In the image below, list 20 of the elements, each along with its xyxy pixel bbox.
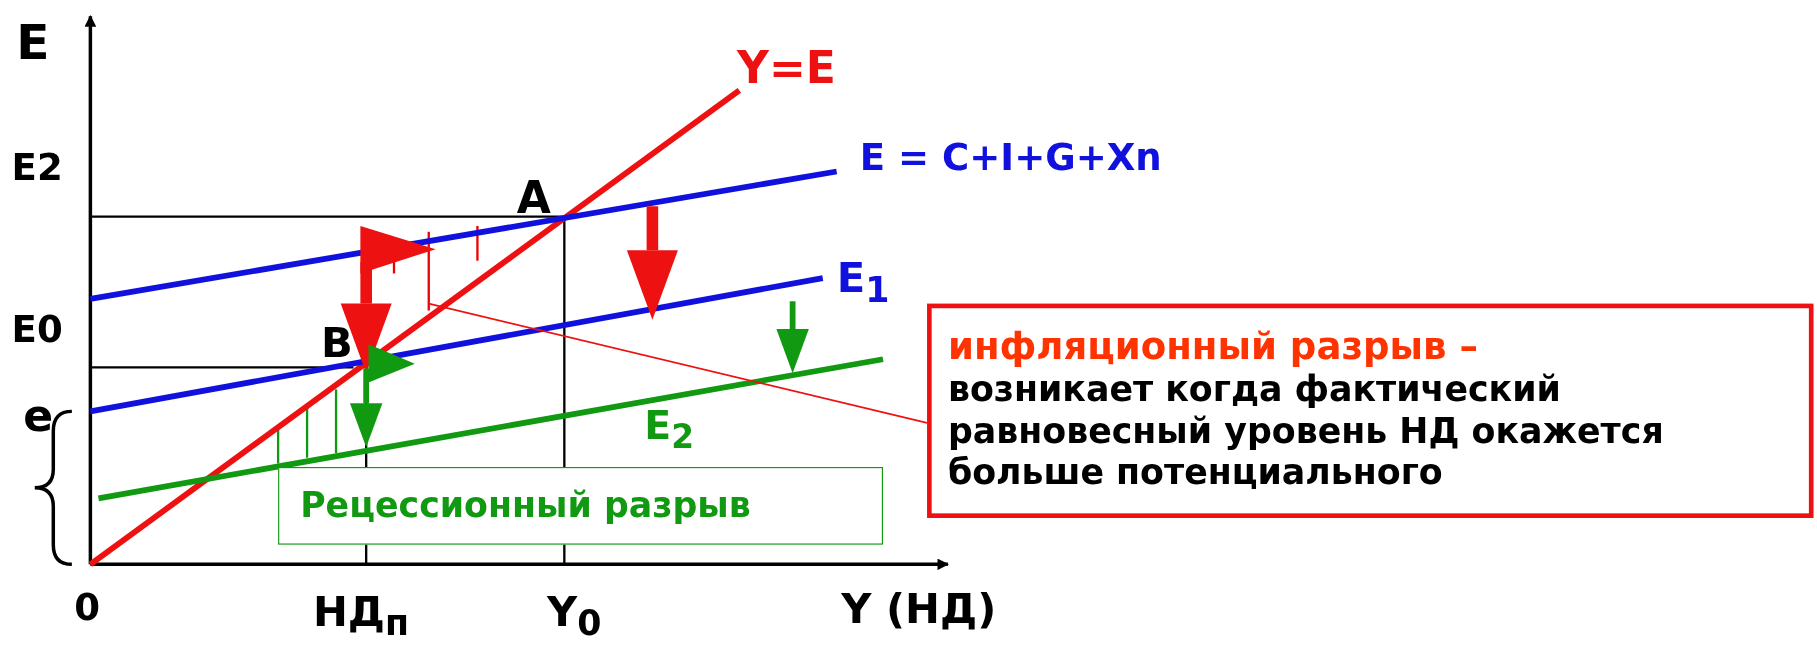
callout-text: возникает когда фактический равновесный уровень НД окажется больше потенциального xyxy=(947,368,1665,495)
line-label: E = C+I+G+Xn xyxy=(859,139,1162,177)
line-label: E$_{1}$ xyxy=(836,257,890,308)
axis-label: E xyxy=(16,18,50,68)
connector xyxy=(427,302,928,424)
line-label: Y=E xyxy=(737,46,836,91)
tick-label: НД$_{п}$ xyxy=(312,591,409,642)
box-label: Рецессионный разрыв xyxy=(300,484,751,527)
point-label: A xyxy=(516,176,551,221)
callout-box xyxy=(927,303,1814,518)
tick-label: e xyxy=(23,394,54,439)
axis-label: Y (НД) xyxy=(841,588,997,631)
line-label: E$_{2}$ xyxy=(644,405,695,455)
label-box xyxy=(278,467,883,545)
tick-label: 0 xyxy=(74,588,100,626)
callout-heading: инфляционный разрыв – xyxy=(947,324,1478,369)
point-label: B xyxy=(321,322,353,364)
tick-label: E2 xyxy=(11,148,63,186)
tick-label: Y$_{0}$ xyxy=(546,591,602,642)
tick-label: E0 xyxy=(11,310,63,348)
